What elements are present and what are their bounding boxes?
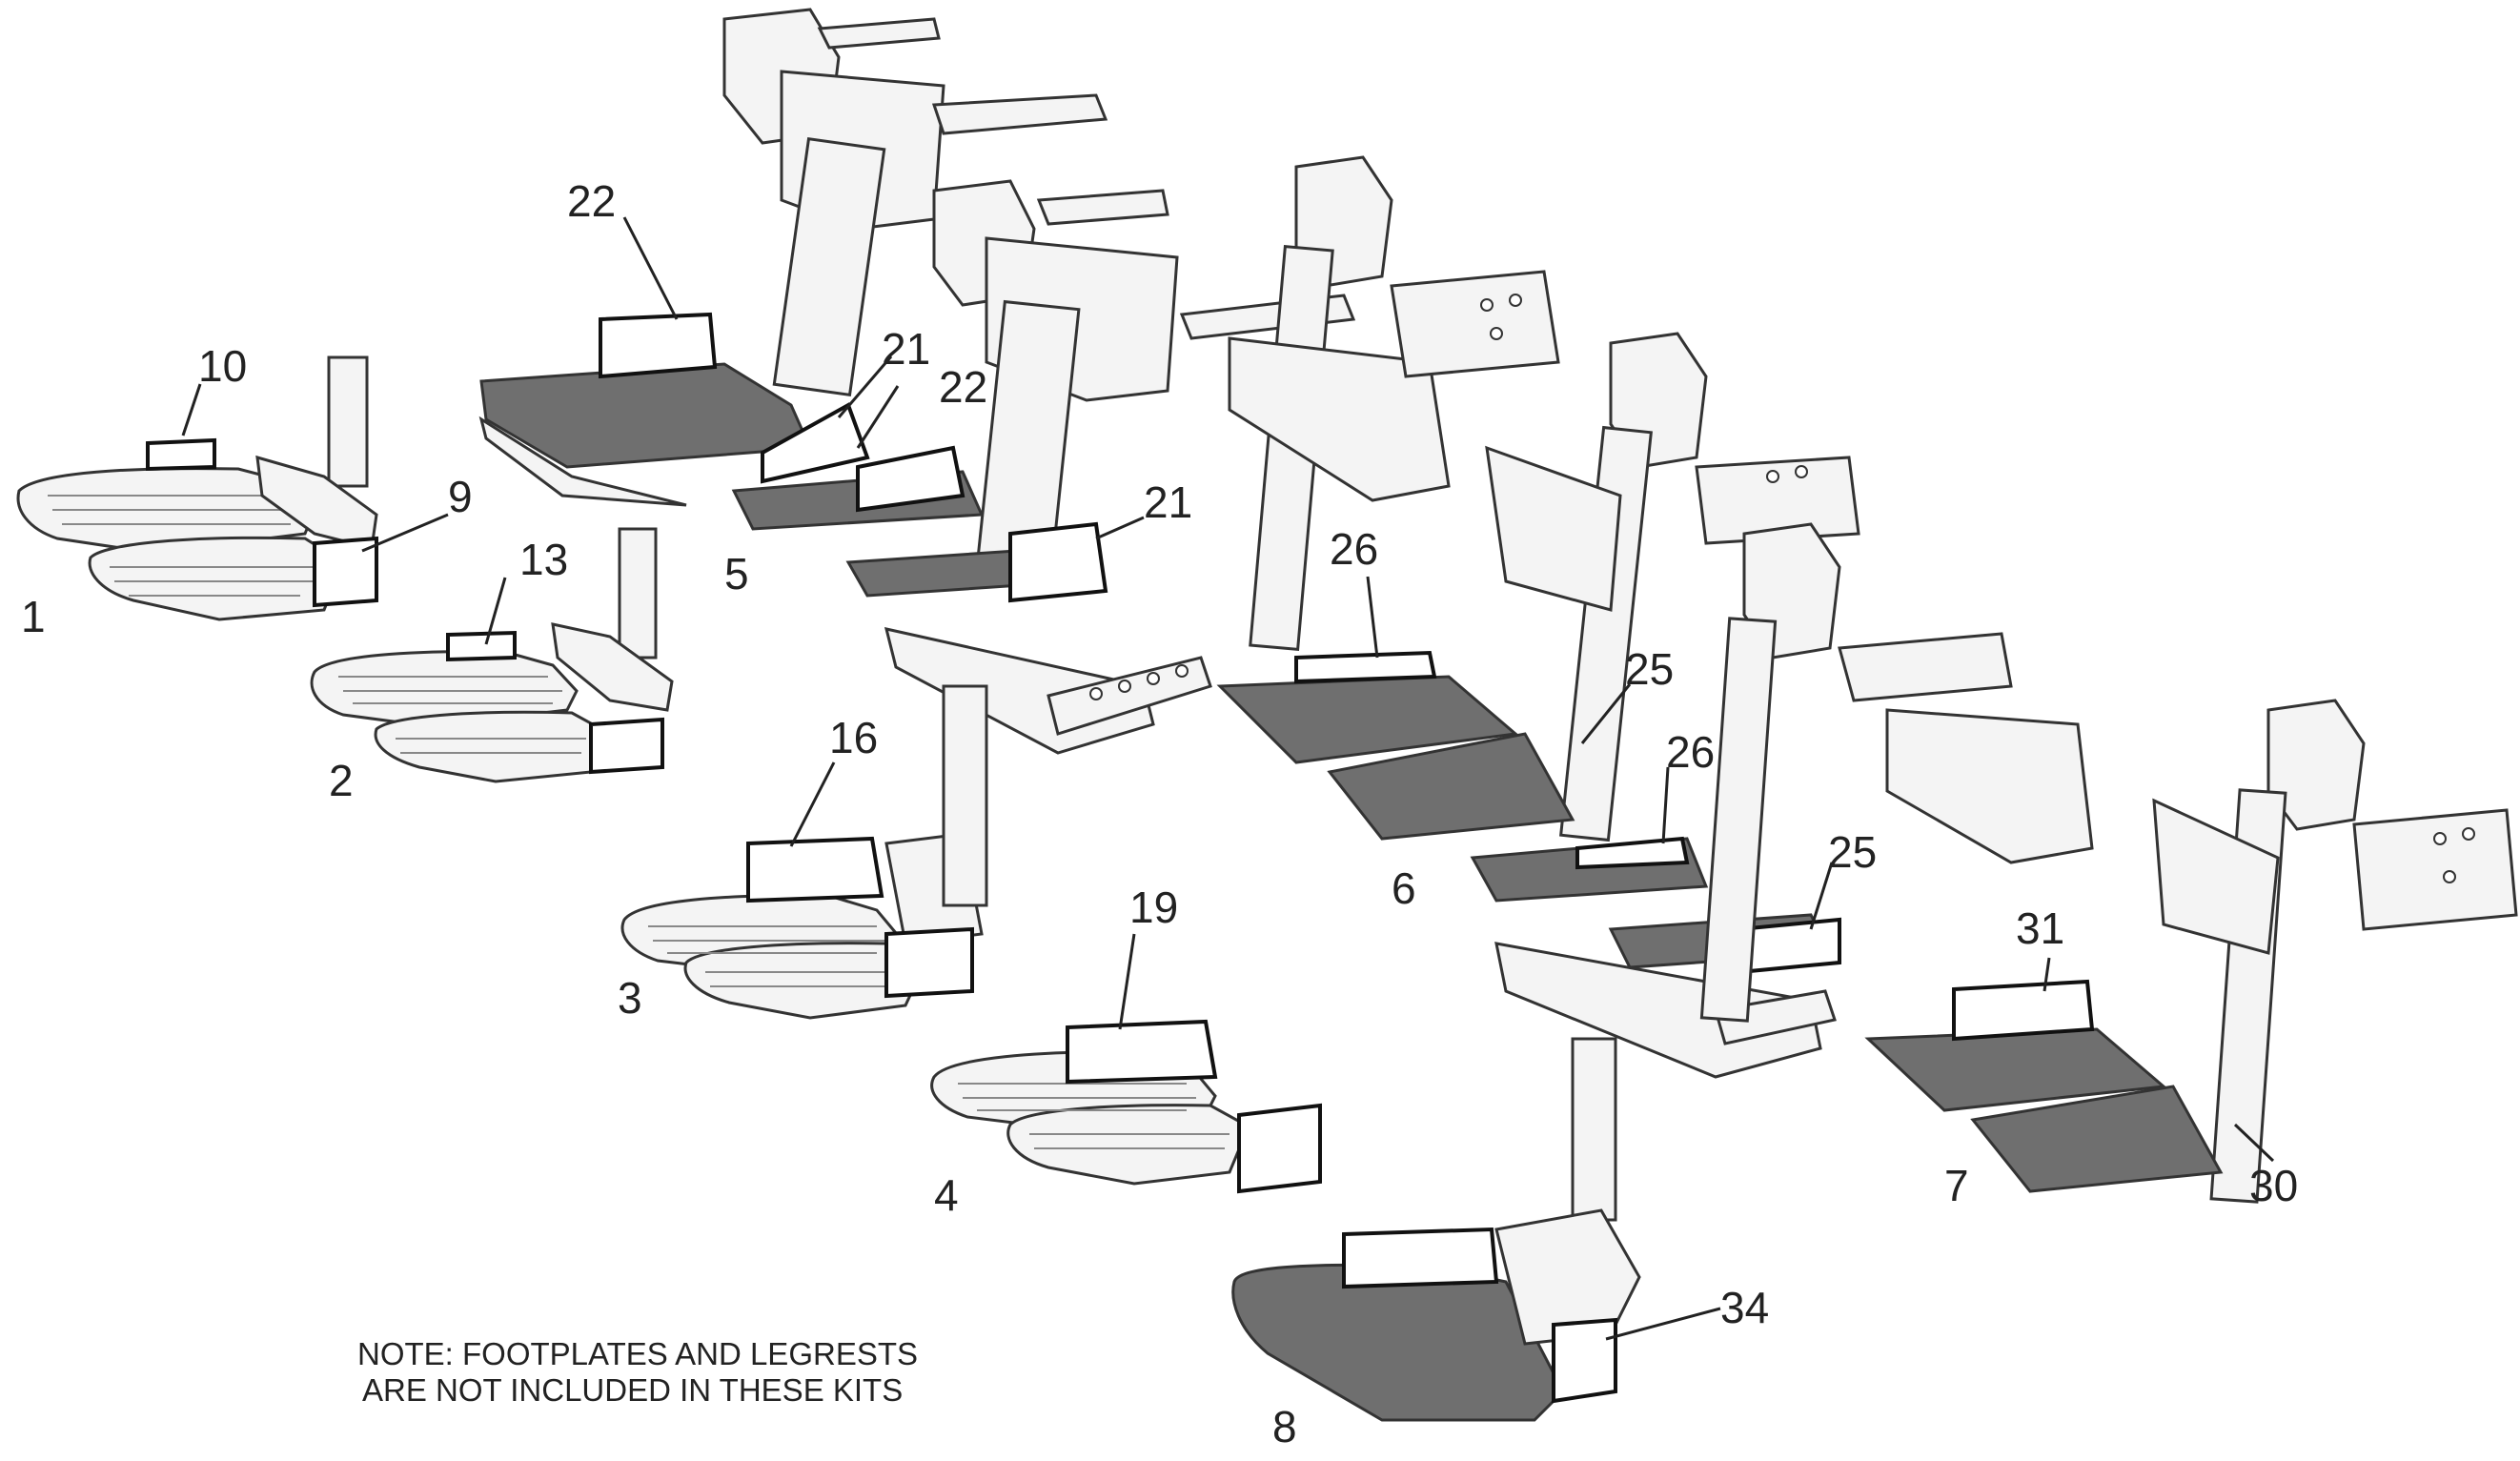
label-1: 1 (21, 592, 46, 641)
label-26-a: 26 (1330, 524, 1378, 574)
leader-lines (181, 216, 2275, 1341)
label-7: 7 (1944, 1161, 1969, 1210)
label-34: 34 (1720, 1283, 1769, 1332)
label-22-b: 22 (939, 362, 987, 412)
label-4: 4 (934, 1170, 959, 1220)
label-25-a: 25 (1625, 644, 1674, 694)
label-21-b: 21 (1144, 477, 1192, 527)
assembly-7-legrests (1699, 522, 2518, 1204)
label-3: 3 (618, 973, 642, 1023)
assembly-1-footplate (16, 355, 378, 621)
label-6: 6 (1392, 863, 1416, 913)
label-8: 8 (1272, 1402, 1297, 1451)
label-16: 16 (829, 713, 878, 762)
label-30: 30 (2249, 1161, 2298, 1210)
note-line-2: ARE NOT INCLUDED IN THESE KITS (362, 1372, 903, 1408)
label-2: 2 (329, 756, 354, 805)
assembly-2-footplate (310, 527, 674, 783)
assembly-4-footplate (930, 1019, 1322, 1194)
label-22-a: 22 (567, 176, 616, 226)
label-26-b: 26 (1666, 727, 1715, 777)
assembly-3-footplate (620, 675, 984, 1020)
label-10: 10 (198, 341, 247, 391)
label-19: 19 (1129, 883, 1178, 932)
kit-note: NOTE: FOOTPLATES AND LEGRESTS ARE NOT IN… (357, 1336, 918, 1408)
label-13: 13 (519, 535, 568, 584)
label-21-a: 21 (882, 324, 930, 374)
note-line-1: NOTE: FOOTPLATES AND LEGRESTS (357, 1336, 918, 1371)
label-5: 5 (724, 549, 749, 599)
label-25-b: 25 (1828, 827, 1877, 877)
assembly-8-footplate (1231, 1208, 1641, 1422)
label-9: 9 (448, 472, 473, 521)
label-31: 31 (2016, 903, 2064, 953)
assembly-6-legrests (1216, 155, 1860, 1222)
assembly-5-legrests (478, 8, 1356, 907)
item-labels: 1 2 3 4 5 6 7 8 9 10 13 16 19 22 21 22 2… (21, 176, 2298, 1451)
